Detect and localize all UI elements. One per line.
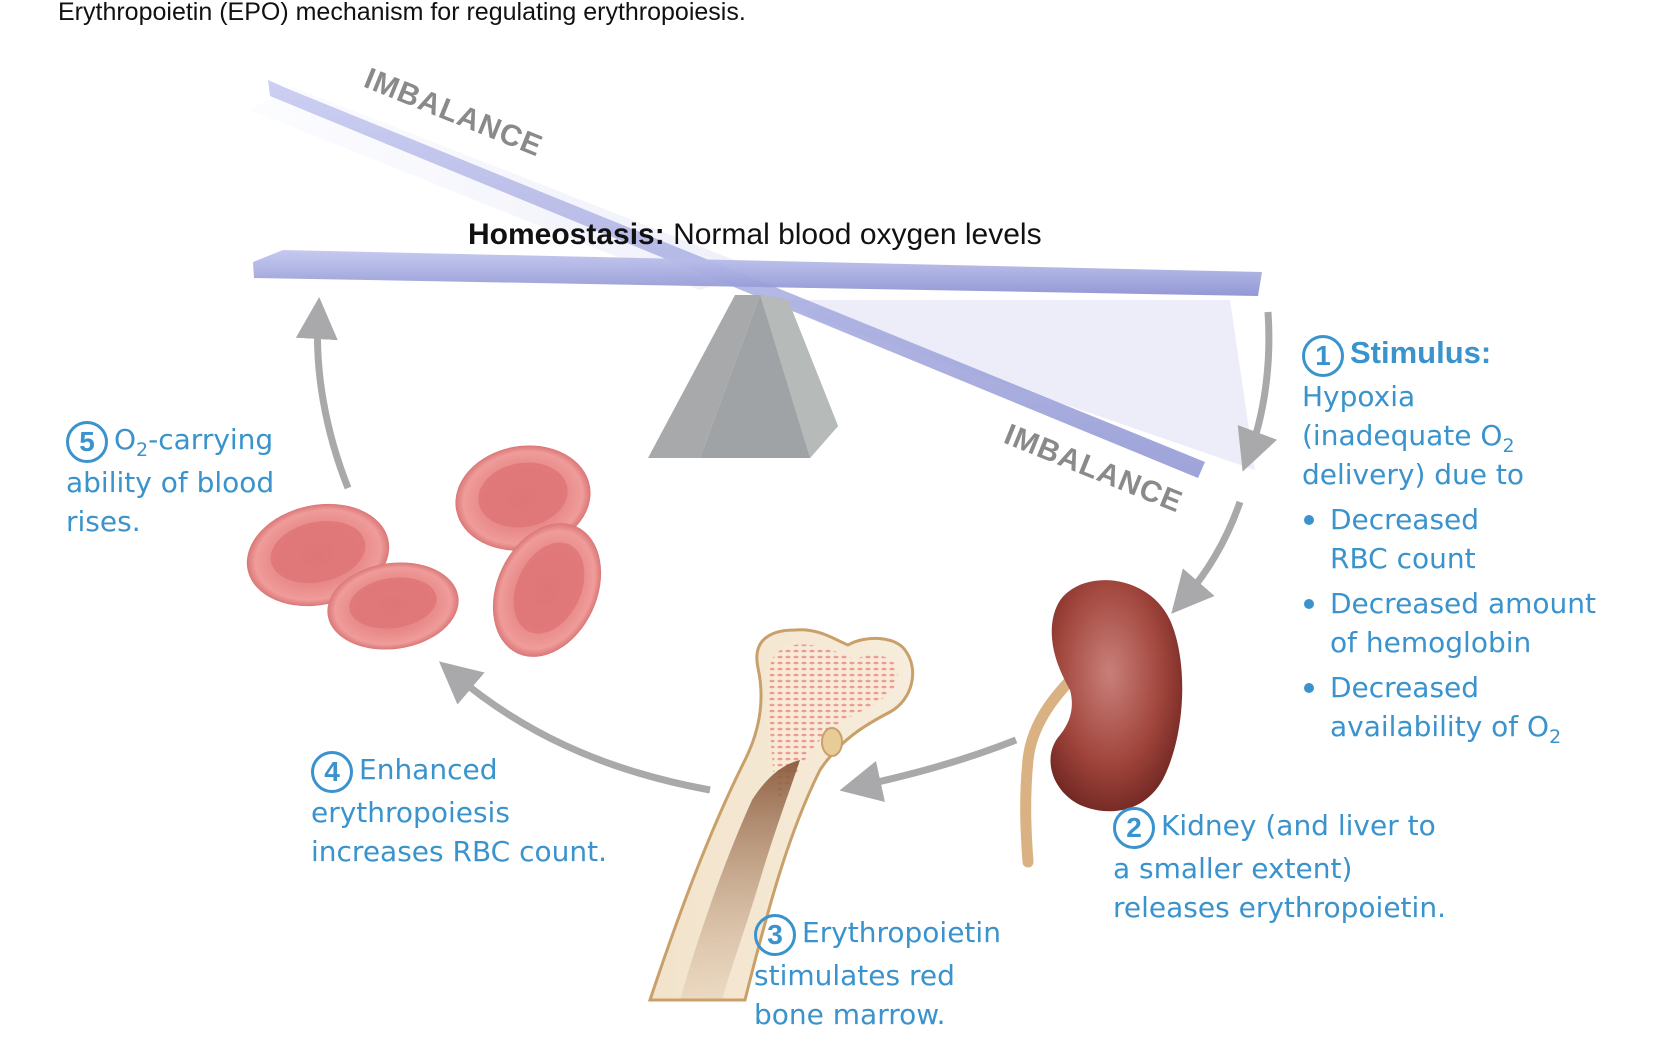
rbc-cell [492, 523, 602, 657]
list-item: Decreased amount of hemoglobin [1302, 584, 1596, 662]
homeostasis-label: Homeostasis: Normal blood oxygen levels [468, 218, 1042, 252]
bullet-text: availability of O2 [1330, 707, 1596, 748]
bullet-text: Decreased amount [1330, 587, 1596, 620]
femur-bone [647, 628, 915, 1002]
step-number-badge: 1 [1302, 335, 1344, 377]
arrow-stimulus [1237, 311, 1278, 472]
step-4-line: erythropoiesis [311, 796, 510, 829]
arrow-to-bone [839, 736, 1018, 802]
arrow-to-rbc [438, 661, 711, 794]
bullet-text-part: availability of O [1330, 710, 1550, 743]
step-3-line: stimulates red [754, 959, 955, 992]
bullet-text: RBC count [1330, 542, 1476, 575]
step-4-line: Enhanced [359, 753, 498, 786]
ureter [1020, 662, 1088, 868]
step-5-line-pre: O [114, 423, 137, 456]
step-number-badge: 2 [1113, 807, 1155, 849]
bullet-text: Decreased [1330, 503, 1480, 536]
bullet-icon [1304, 515, 1314, 525]
step-1-line: Hypoxia [1302, 380, 1416, 413]
bullet-text: of hemoglobin [1330, 626, 1532, 659]
step-4-line: increases RBC count. [311, 835, 608, 868]
step-2-line: a smaller extent) [1113, 852, 1353, 885]
figure-caption: Erythropoietin (EPO) mechanism for regul… [58, 0, 746, 26]
step-1-title: Stimulus: [1350, 335, 1492, 370]
rbc-cell [327, 562, 459, 650]
homeostasis-label-bold: Homeostasis: [468, 218, 665, 251]
fulcrum [648, 295, 838, 458]
beam-homeostasis [253, 250, 1262, 296]
red-blood-cells [246, 445, 602, 657]
arrow-to-kidney [1171, 500, 1244, 614]
step-2-line: Kidney (and liver to [1161, 809, 1436, 842]
step-3-line: bone marrow. [754, 998, 946, 1031]
subscript: 2 [1502, 435, 1515, 457]
step-1-line-text: (inadequate O [1302, 419, 1503, 452]
subscript: 2 [136, 439, 149, 461]
step-5-line-post: -carrying [148, 423, 274, 456]
step-1-line: (inadequate O2 [1302, 416, 1596, 457]
step-1-line: delivery) due to [1302, 458, 1525, 491]
step-3-line: Erythropoietin [802, 916, 1001, 949]
bullet-icon [1304, 683, 1314, 693]
step-5-line: rises. [66, 505, 141, 538]
step-number-badge: 3 [754, 914, 796, 956]
subscript: 2 [1549, 726, 1562, 748]
step-number-badge: 4 [311, 751, 353, 793]
step-2-line: releases erythropoietin. [1113, 891, 1446, 924]
bullet-icon [1304, 599, 1314, 609]
bullet-text: Decreased [1330, 671, 1480, 704]
homeostasis-label-text: Normal blood oxygen levels [664, 218, 1042, 251]
kidney [1020, 580, 1183, 868]
step-5-line: ability of blood [66, 466, 275, 499]
step-number-badge: 5 [66, 421, 108, 463]
arrow-to-homeostasis [295, 297, 352, 490]
